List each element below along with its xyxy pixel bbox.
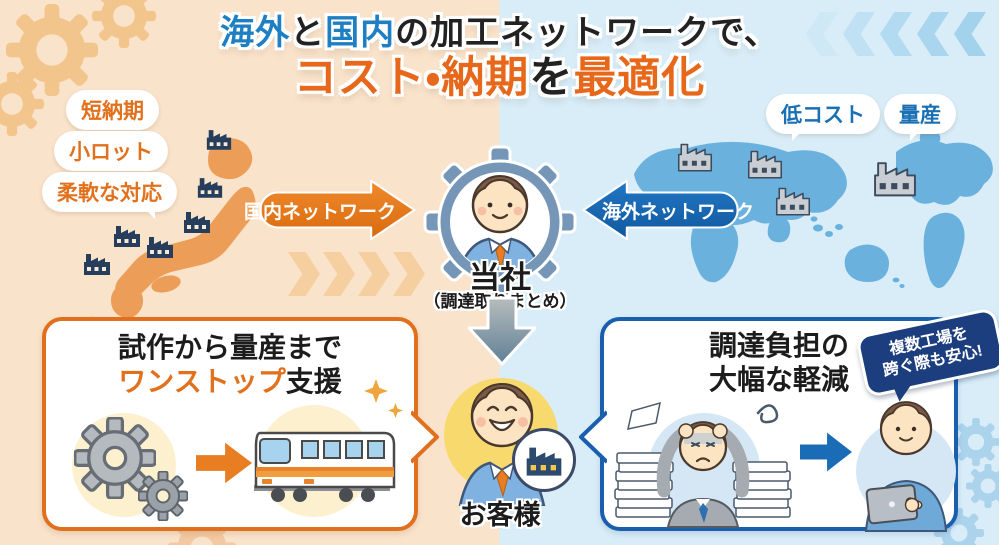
badge-low-cost: 低コスト xyxy=(766,94,880,134)
title-network-text: の加工ネットワークで、 xyxy=(395,14,779,52)
badge-short-delivery: 短納期 xyxy=(66,90,159,130)
left-box-suffix: 支援 xyxy=(285,366,342,397)
page-title: 海外と国内の加工ネットワークで、 コスト・納期を最適化 xyxy=(0,14,999,102)
company-label: 当社 xyxy=(469,260,531,295)
left-box-highlight: ワンストップ xyxy=(118,366,286,397)
factory-icon xyxy=(774,186,812,216)
factory-icon xyxy=(676,142,714,172)
chevron-right-icon xyxy=(323,252,355,296)
factory-icon xyxy=(196,176,224,199)
left-box-title-line2: ワンストップ支援 xyxy=(46,365,414,399)
title-optimize: 最適化 xyxy=(573,54,706,103)
japan-map xyxy=(78,137,256,328)
right-box-title-line1: 調達負担の xyxy=(708,330,849,361)
factory-icon xyxy=(112,224,142,248)
title-overseas: 海外 xyxy=(220,14,291,52)
right-box-title-line2: 大幅な軽減 xyxy=(708,364,849,395)
gear-icon xyxy=(966,464,999,508)
domestic-network-arrow: 国内ネットワーク xyxy=(242,179,432,241)
customer-label: お客様 xyxy=(459,500,541,530)
factory-icon xyxy=(746,149,784,179)
gear-icon xyxy=(952,418,999,466)
process-arrow-icon xyxy=(196,442,252,484)
improvement-arrow-icon xyxy=(800,432,852,472)
factory-icon xyxy=(872,160,918,197)
gear-icon xyxy=(138,471,188,521)
title-line2: コスト・納期を最適化 xyxy=(0,54,999,102)
title-cost-delivery: コスト・納期 xyxy=(293,54,530,103)
badge-mass-production: 量産 xyxy=(884,94,956,134)
factory-icon xyxy=(524,445,564,477)
title-wo: を xyxy=(529,54,574,103)
left-box-title-text: 試作から量産まで xyxy=(117,332,342,363)
right-box-tail xyxy=(579,410,607,464)
factory-icon xyxy=(205,128,233,151)
burden-reduction-box: 調達負担の 大幅な軽減 複数工場を 跨ぐ際も安心! xyxy=(579,306,999,532)
sparkle-icon xyxy=(388,403,403,418)
company-gear-avatar xyxy=(423,145,577,299)
title-and: と xyxy=(290,14,326,52)
stressed-person-illustration xyxy=(614,401,792,528)
factory-icon xyxy=(182,210,212,234)
factory-icon xyxy=(145,235,175,259)
sparkle-icon xyxy=(364,379,388,403)
customer-factory-bubble xyxy=(512,428,576,492)
overseas-network-label: 海外ネットワーク xyxy=(602,201,755,223)
badge-flexible: 柔軟な対応 xyxy=(42,172,177,212)
chevron-right-icon xyxy=(358,252,390,296)
factory-icon xyxy=(82,252,112,276)
chevron-right-icon xyxy=(288,252,320,296)
train-icon xyxy=(254,431,396,502)
domestic-network-label: 国内ネットワーク xyxy=(244,201,397,223)
title-line1: 海外と国内の加工ネットワークで、 xyxy=(0,14,999,52)
badge-small-lot: 小ロット xyxy=(54,131,168,171)
onestop-support-box: 試作から量産まで ワンストップ支援 xyxy=(42,317,439,531)
relaxed-person-illustration xyxy=(856,401,956,532)
down-arrow xyxy=(467,296,537,366)
title-domestic: 国内 xyxy=(325,14,396,52)
left-box-tail xyxy=(411,410,439,464)
left-box-title-line1: 試作から量産まで xyxy=(46,331,414,365)
overseas-network-arrow: 海外ネットワーク xyxy=(566,179,756,241)
